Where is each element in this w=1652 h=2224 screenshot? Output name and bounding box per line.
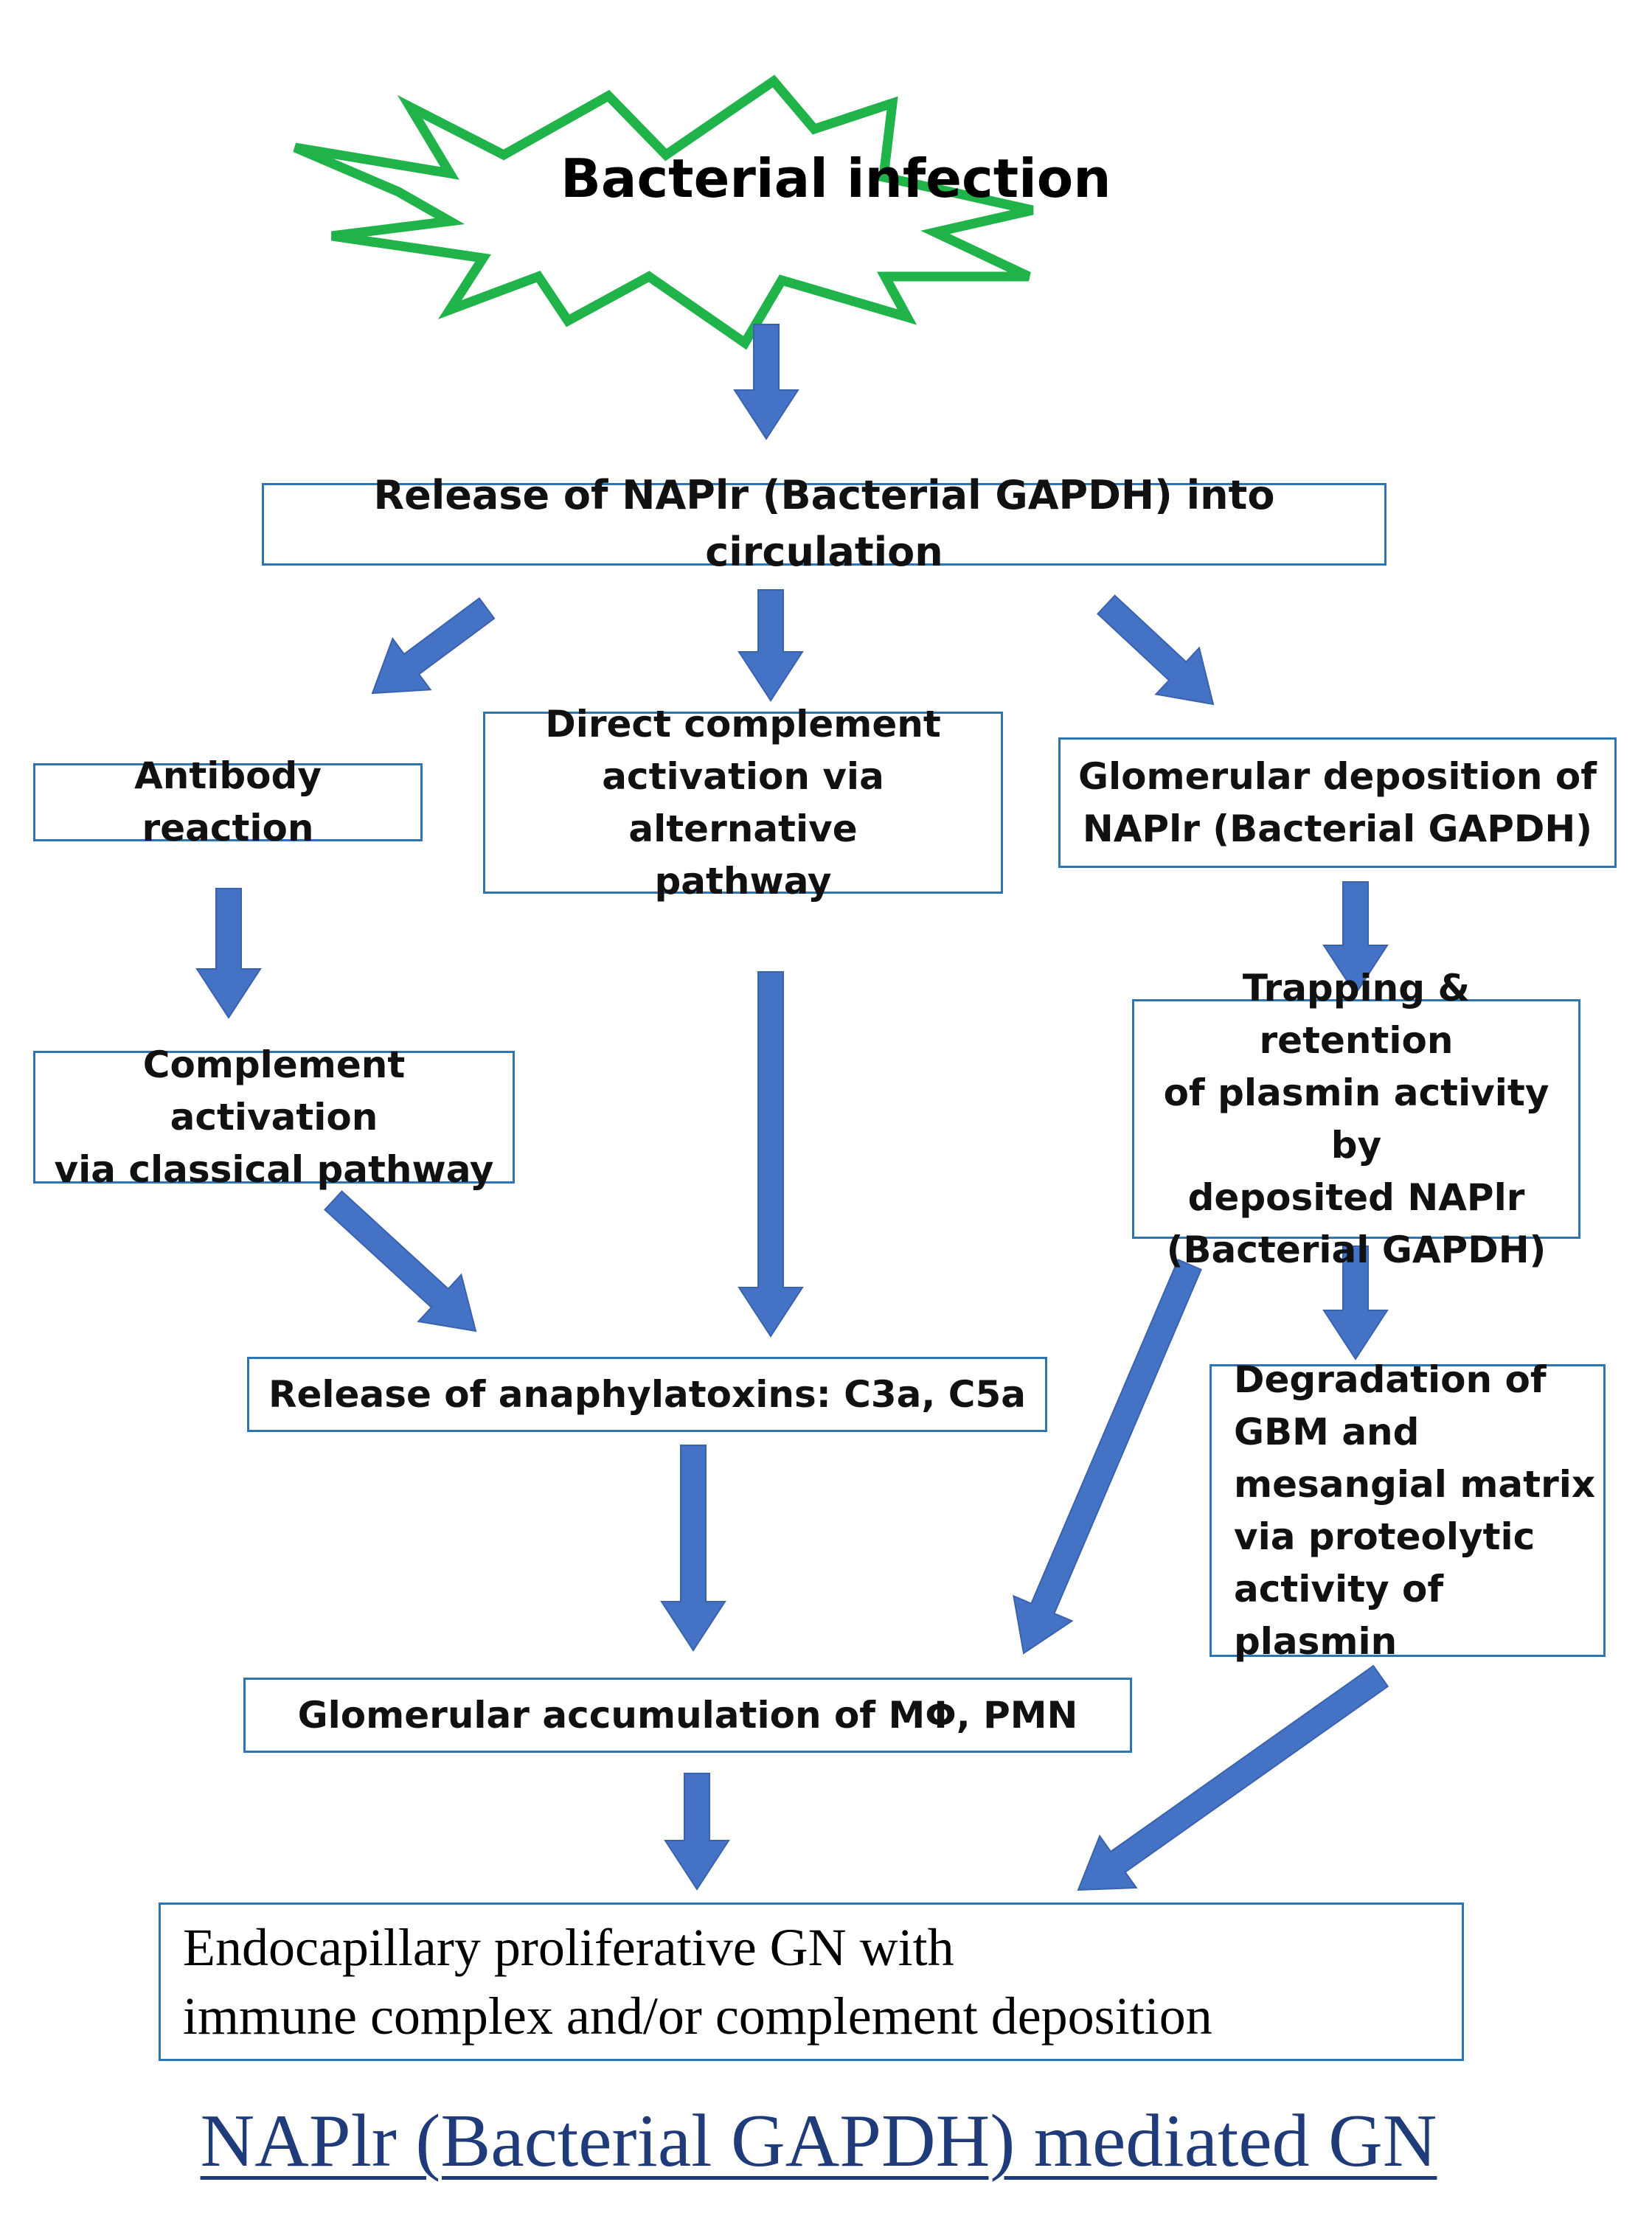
arrow-infection-to-release bbox=[733, 324, 799, 440]
arrows bbox=[195, 324, 1389, 1891]
degradation-box: Degradation of GBM and mesangial matrix … bbox=[1210, 1358, 1606, 1663]
anaphylatoxins-box: Release of anaphylatoxins: C3a, C5a bbox=[247, 1357, 1047, 1432]
arrow-trapping-to-accumulation bbox=[1013, 1258, 1202, 1655]
arrow-trapping-to-degradation bbox=[1322, 1245, 1389, 1361]
arrow-degradation-to-final bbox=[1077, 1664, 1389, 1891]
arrow-antibody-to-classical bbox=[195, 888, 262, 1019]
classical-pathway-box: Complement activation via classical path… bbox=[33, 1043, 515, 1191]
antibody-reaction-box: Antibody reaction bbox=[33, 754, 423, 849]
glomerular-accumulation-box: Glomerular accumulation of MΦ, PMN bbox=[243, 1678, 1132, 1753]
arrow-anaphylatoxins-to-accumulation bbox=[660, 1445, 726, 1652]
trigger-label: Bacterial infection bbox=[560, 147, 1111, 209]
glomerular-deposition-box: Glomerular deposition of NAPlr (Bacteria… bbox=[1058, 737, 1617, 868]
arrow-release-to-deposition bbox=[1096, 594, 1215, 706]
arrow-deposition-to-trapping bbox=[1322, 881, 1389, 995]
arrow-release-to-antibody bbox=[371, 597, 496, 695]
trapping-retention-box: Trapping & retention of plasmin activity… bbox=[1132, 967, 1580, 1271]
arrow-direct-to-anaphylatoxins bbox=[738, 971, 804, 1338]
final-outcome-box: Endocapillary proliferative GN with immu… bbox=[159, 1902, 1464, 2061]
arrow-release-to-direct bbox=[738, 589, 804, 702]
diagram-title: NAPlr (Bacterial GAPDH) mediated GN bbox=[200, 2099, 1437, 2183]
release-box: Release of NAPlr (Bacterial GAPDH) into … bbox=[262, 472, 1386, 575]
arrow-classical-to-anaphylatoxins bbox=[324, 1190, 477, 1332]
direct-complement-box: Direct complement activation via alterna… bbox=[483, 703, 1003, 903]
arrow-accumulation-to-final bbox=[664, 1773, 730, 1891]
starburst-shape bbox=[293, 74, 1034, 350]
